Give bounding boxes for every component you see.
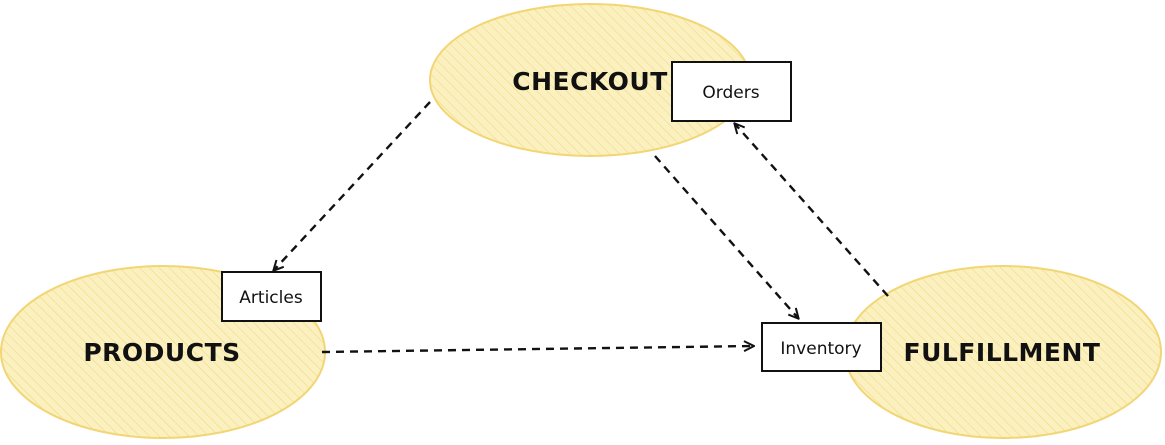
domain-products-label: PRODUCTS: [83, 338, 240, 367]
domain-fulfillment-hatch: [845, 266, 1161, 438]
box-inventory-rect: [761, 322, 882, 372]
domain-checkout: CHECKOUT: [429, 3, 751, 157]
box-orders-label: Orders: [702, 83, 759, 103]
domain-checkout-label: CHECKOUT: [512, 67, 668, 96]
box-inventory-label: Inventory: [780, 339, 861, 359]
box-articles-label: Articles: [239, 288, 303, 308]
arrow-checkout-to-inventory: [654, 155, 798, 318]
box-articles-rect: [221, 271, 322, 322]
box-articles: Articles: [221, 271, 322, 322]
box-orders: Orders: [671, 61, 792, 122]
domain-fulfillment: FULFILLMENT: [844, 265, 1162, 439]
arrow-products-to-inventory: [321, 346, 753, 354]
arrow-checkout-to-articles: [274, 101, 431, 270]
box-inventory: Inventory: [761, 322, 882, 372]
domain-checkout-hatch: [430, 4, 750, 156]
box-orders-rect: [671, 61, 792, 122]
domain-fulfillment-label: FULFILLMENT: [904, 338, 1101, 367]
arrow-fulfillment-to-orders: [735, 124, 889, 297]
